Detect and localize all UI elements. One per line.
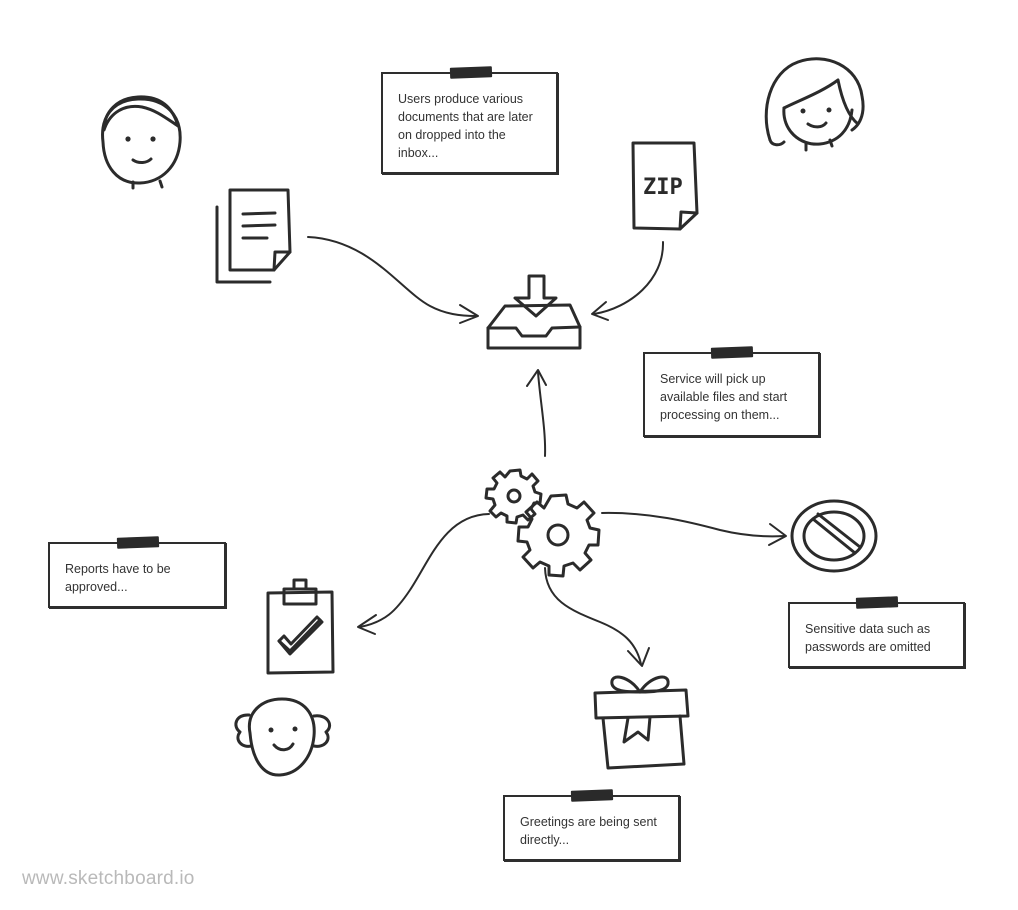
man-face-icon (101, 95, 182, 190)
note-sensitive[interactable]: Sensitive data such as passwords are omi… (788, 596, 965, 668)
clipboard-icon (266, 578, 335, 675)
inbox-icon (486, 274, 582, 350)
arrow-gears-to-inbox (526, 369, 547, 457)
tape-strip (449, 66, 493, 79)
note-service[interactable]: Service will pick up available files and… (643, 346, 820, 437)
tape-strip (710, 346, 754, 359)
arrow-gears-to-gift (544, 567, 650, 667)
documents-icon (215, 188, 292, 284)
note-sensitive-text: Sensitive data such as passwords are omi… (805, 622, 931, 654)
note-inbox[interactable]: Users produce various documents that are… (381, 66, 558, 174)
old-man-face-icon (234, 697, 331, 777)
tape-strip (855, 596, 899, 609)
zip-file-icon: ZIP (631, 141, 699, 231)
note-reports[interactable]: Reports have to be approved... (48, 536, 226, 608)
tape-strip (570, 789, 614, 802)
woman-face-icon (764, 57, 865, 152)
note-service-text: Service will pick up available files and… (660, 372, 788, 422)
note-inbox-text: Users produce various documents that are… (398, 92, 533, 160)
arrow-gears-to-clipboard (357, 513, 490, 635)
forbidden-icon (790, 499, 878, 573)
note-reports-text: Reports have to be approved... (65, 562, 171, 594)
tape-strip (116, 536, 160, 549)
watermark: www.sketchboard.io (22, 868, 195, 889)
note-greetings[interactable]: Greetings are being sent directly... (503, 789, 680, 861)
arrow-gears-to-forbidden (601, 511, 787, 546)
zip-label: ZIP (643, 175, 683, 200)
gift-icon (593, 675, 690, 770)
gears-icon (484, 468, 601, 578)
arrow-zip-to-inbox (591, 241, 665, 321)
arrow-documents-to-inbox (307, 236, 479, 324)
note-greetings-text: Greetings are being sent directly... (520, 815, 657, 847)
